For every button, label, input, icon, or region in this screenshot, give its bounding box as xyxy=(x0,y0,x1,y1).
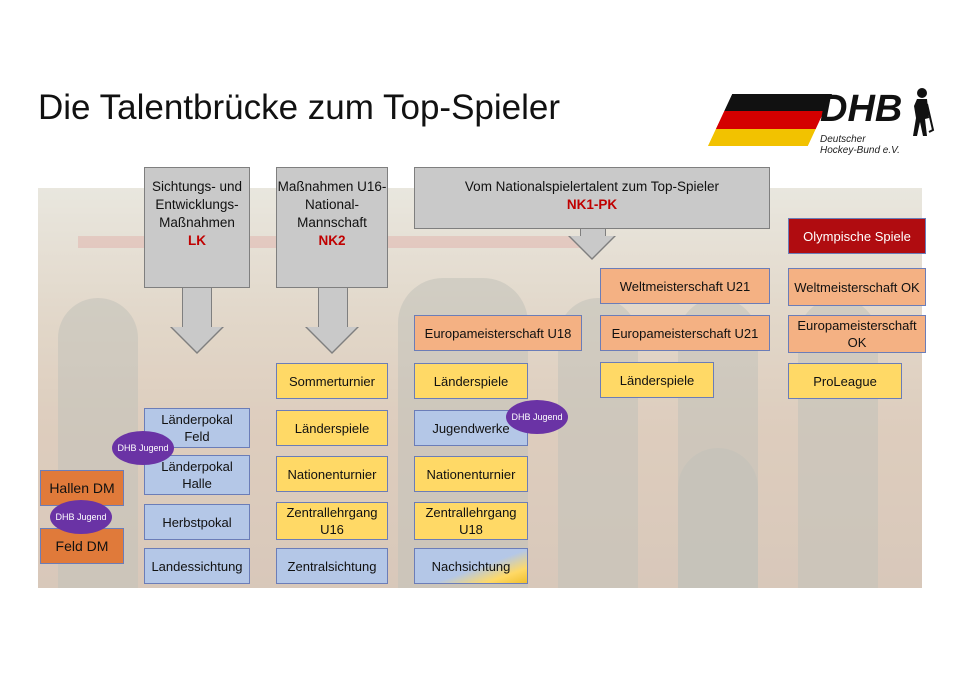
arrow-nk1-stem xyxy=(580,229,606,237)
header-nk1-text: Vom Nationalspielertalent zum Top-Spiele… xyxy=(464,179,720,194)
logo-subtitle-line2: Hockey-Bund e.V. xyxy=(820,145,900,156)
box-zentrallehrgang-u16: Zentrallehrgang U16 xyxy=(276,502,388,540)
header-lk-text: Sichtungs- und Entwicklungs-Maßnahmen xyxy=(151,179,243,230)
header-nk1-code: NK1-PK xyxy=(566,197,618,212)
header-nk1: Vom Nationalspielertalent zum Top-Spiele… xyxy=(414,167,770,229)
box-em-u21: Europameisterschaft U21 xyxy=(600,315,770,351)
logo-text: DHB xyxy=(820,88,903,130)
header-nk2-text: Maßnahmen U16-National-Mannschaft xyxy=(277,179,387,230)
header-nk2-code: NK2 xyxy=(318,233,346,248)
box-landessichtung: Landessichtung xyxy=(144,548,250,584)
box-laenderpokal-halle: Länderpokal Halle xyxy=(144,455,250,495)
box-em-ok: Europameisterschaft OK xyxy=(788,315,926,353)
logo-subtitle: Deutscher Hockey-Bund e.V. xyxy=(820,134,900,156)
box-laenderspiele-u21: Länderspiele xyxy=(600,362,714,398)
arrow-nk2-stem xyxy=(318,288,348,328)
arrow-lk-stem xyxy=(182,288,212,328)
header-nk2: Maßnahmen U16-National-Mannschaft NK2 xyxy=(276,167,388,288)
page-title: Die Talentbrücke zum Top-Spieler xyxy=(38,88,561,127)
box-sommerturnier: Sommerturnier xyxy=(276,363,388,399)
box-wm-ok: Weltmeisterschaft OK xyxy=(788,268,926,306)
box-nationenturnier-nk2: Nationenturnier xyxy=(276,456,388,492)
background-arch xyxy=(678,448,758,588)
box-em-u18: Europameisterschaft U18 xyxy=(414,315,582,351)
header-lk-code: LK xyxy=(188,233,206,248)
badge-dhb-jugend-lk: DHB Jugend xyxy=(112,431,174,465)
box-nationenturnier-u18: Nationenturnier xyxy=(414,456,528,492)
box-proleague: ProLeague xyxy=(788,363,902,399)
box-nachsichtung: Nachsichtung xyxy=(414,548,528,584)
arrow-nk2-head-fill xyxy=(307,327,357,352)
header-lk: Sichtungs- und Entwicklungs-Maßnahmen LK xyxy=(144,167,250,288)
box-herbstpokal: Herbstpokal xyxy=(144,504,250,540)
box-zentralsichtung: Zentralsichtung xyxy=(276,548,388,584)
box-wm-u21: Weltmeisterschaft U21 xyxy=(600,268,770,304)
box-laenderspiele-nk2: Länderspiele xyxy=(276,410,388,446)
logo-subtitle-line1: Deutscher xyxy=(820,134,866,145)
box-olympische-spiele: Olympische Spiele xyxy=(788,218,926,254)
german-flag-stripes xyxy=(707,94,833,146)
box-zentrallehrgang-u18: Zentrallehrgang U18 xyxy=(414,502,528,540)
badge-dhb-jugend-hallen: DHB Jugend xyxy=(50,500,112,534)
hockey-player-icon xyxy=(913,88,935,136)
box-laenderspiele-u18: Länderspiele xyxy=(414,363,528,399)
arrow-nk1-head-fill xyxy=(570,236,614,258)
arrow-lk-head-fill xyxy=(172,327,222,352)
dhb-logo: DHB Deutscher Hockey-Bund e.V. xyxy=(707,84,940,160)
badge-dhb-jugend-u18: DHB Jugend xyxy=(506,400,568,434)
